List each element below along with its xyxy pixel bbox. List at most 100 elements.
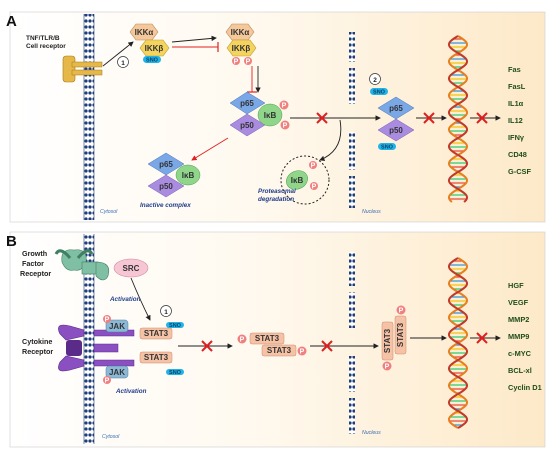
receptor-label-a1: TNF/TLR/B (26, 35, 60, 42)
ikb-center: IκB (264, 111, 277, 120)
stat3-dimer-2: STAT3 (267, 346, 292, 355)
panel-b-letter: B (6, 233, 17, 250)
block-x-a1 (316, 112, 328, 124)
p-nuc-2: P (385, 364, 390, 371)
cytokine-label-1: Cytokine (22, 337, 52, 346)
nucleus-label-a: Nucleus (362, 209, 381, 215)
stat3-top-label: STAT3 (144, 329, 169, 338)
dna-strand (448, 35, 468, 203)
stat3-dimer: P STAT3 STAT3 P (237, 332, 307, 357)
receptor-label-a2: Cell receptor (26, 43, 66, 50)
p-ikb-1: P (282, 103, 287, 110)
cell-membrane-a (84, 14, 94, 220)
nfkb-ikb-complex: p65 p50 IκB P P (229, 91, 290, 137)
p-jak-top: P (105, 317, 110, 324)
p-jak-bottom: P (105, 378, 110, 385)
panel-a-gene: FasL (508, 82, 526, 91)
panel-b-gene: c-MYC (508, 349, 532, 358)
panel-b-gene: MMP9 (508, 332, 529, 341)
ikk-complex-left: IKKα IKKβ SNO (129, 23, 170, 64)
p50-inactive: p50 (159, 182, 173, 191)
nuclear-membrane-b (349, 252, 355, 434)
proteasomal-label-1: Proteasomal (258, 188, 296, 195)
step-1-badge-a (117, 56, 129, 68)
p50-center: p50 (240, 121, 254, 130)
growth-factor-receptor (54, 249, 110, 281)
panel-a-gene: IL12 (508, 116, 523, 125)
block-x-a3 (476, 112, 488, 124)
proteasomal-label-2: degradation (258, 196, 294, 203)
panel-a-letter: A (6, 13, 17, 30)
activation-label-1: Activation (109, 296, 141, 303)
stat3-nuc-2: STAT3 (396, 322, 405, 347)
p-nuc-1: P (399, 308, 404, 315)
sno-stat3-bottom: SNO (169, 370, 182, 376)
p-dimer-1: P (240, 337, 245, 344)
proteasome-circle (280, 155, 330, 205)
panel-b-gene: Cyclin D1 (508, 383, 542, 392)
dna-helix-b (448, 257, 468, 429)
block-x-b1 (201, 340, 213, 352)
panel-a-gene: IFNγ (508, 133, 525, 142)
inactive-complex: p65 p50 IκB (147, 152, 201, 198)
p-degraded-2: P (312, 184, 317, 191)
block-x-a2 (423, 112, 435, 124)
sno-ikkb-left: SNO (146, 58, 159, 64)
step-1-b: 1 (164, 309, 168, 316)
p-dimer-2: P (300, 349, 305, 356)
panel-a-gene: IL1α (508, 99, 524, 108)
step-1-badge-b (160, 305, 172, 317)
jak-bottom (105, 365, 129, 379)
p65-inactive: p65 (159, 160, 173, 169)
ikkb-right: IKKβ (232, 44, 251, 53)
gfr-label-2: Factor (22, 259, 44, 268)
ikb-inactive: IκB (182, 171, 195, 180)
step-2-a: 2 (373, 77, 377, 84)
jak-bottom-label: JAK (109, 368, 125, 377)
p-ikk-2: P (246, 59, 251, 66)
panel-b-gene: MMP2 (508, 315, 529, 324)
stat3-dimer-nucleus: STAT3 STAT3 P P (381, 305, 407, 371)
ikb-degraded: IκB (291, 176, 304, 185)
stat3-bottom (139, 351, 173, 364)
jak-top-label: JAK (109, 322, 125, 331)
tnf-receptor (62, 55, 103, 83)
stat3-dimer-1: STAT3 (255, 334, 280, 343)
ikka-left: IKKα (135, 28, 154, 37)
p65-center: p65 (240, 99, 254, 108)
p-ikk-1: P (234, 59, 239, 66)
panel-b-gene: BCL-xl (508, 366, 532, 375)
panel-a-gene: CD48 (508, 150, 527, 159)
p50-nucleus: p50 (389, 126, 403, 135)
jak-top (105, 319, 129, 333)
panel-a-gene: G-CSF (508, 167, 531, 176)
activation-label-2: Activation (115, 388, 147, 395)
dna-strand (448, 257, 468, 429)
step-2-badge (369, 73, 381, 85)
sno-p65: SNO (373, 90, 386, 96)
gfr-label-3: Receptor (20, 269, 51, 278)
nucleus-label-b: Nucleus (362, 430, 381, 436)
sno-stat3-top: SNO (169, 323, 182, 329)
stat3-top (139, 327, 173, 340)
stat3-nuc-1: STAT3 (383, 328, 392, 353)
p65-nucleus: p65 (389, 104, 403, 113)
dna-strand (448, 35, 468, 203)
panel-b-gene: HGF (508, 281, 524, 290)
cytokine-label-2: Receptor (22, 347, 53, 356)
step-1-a: 1 (121, 60, 125, 67)
ikka-right: IKKα (231, 28, 250, 37)
nfkb-sno-complex: SNO p65 p50 SNO (370, 88, 415, 151)
cytokine-receptor (58, 324, 135, 372)
src-label: SRC (123, 264, 140, 273)
ikkb-left: IKKβ (145, 44, 164, 53)
gfr-label-1: Growth (22, 249, 47, 258)
cell-membrane-b (84, 234, 94, 444)
sno-p50: SNO (381, 145, 394, 151)
nuclear-membrane-a (349, 32, 355, 208)
p-ikb-2: P (283, 123, 288, 130)
ikk-complex-right: IKKα IKKβ P P (225, 23, 257, 66)
